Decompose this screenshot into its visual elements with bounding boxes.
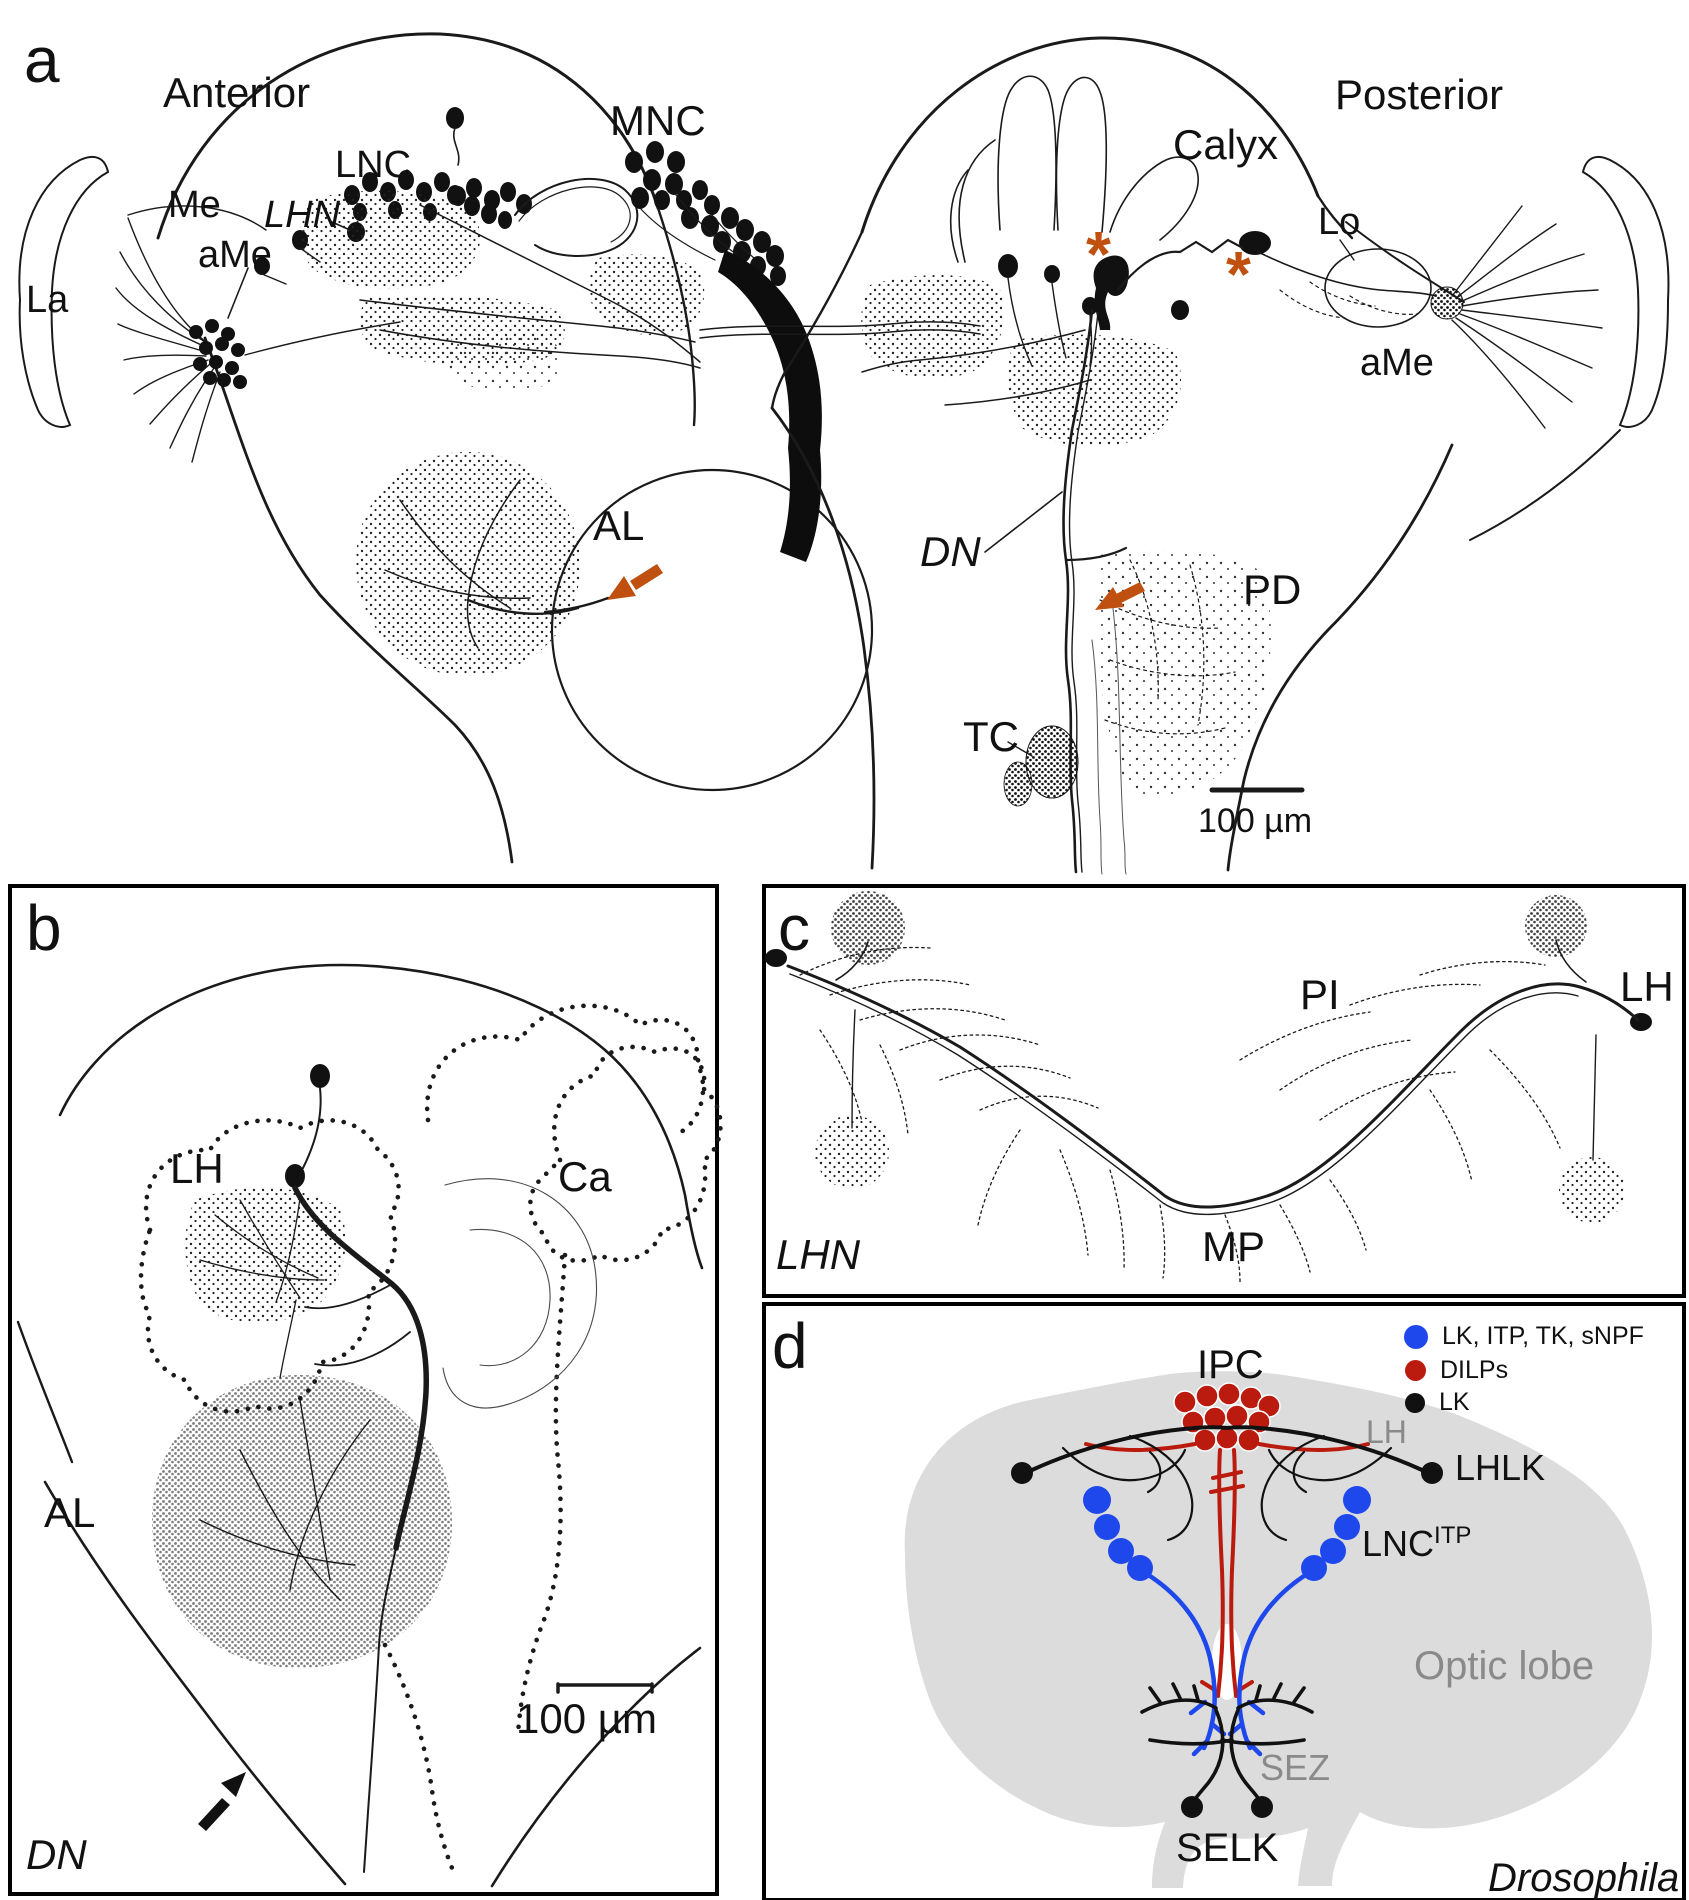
asterisk-2: * [1226, 238, 1251, 310]
scale-text-a: 100 µm [1198, 802, 1313, 840]
label-anterior: Anterior [163, 69, 311, 116]
label-lnc-itp: LNCITP [1362, 1522, 1472, 1564]
panel-d-box [762, 1302, 1686, 1900]
label-selk: SELK [1176, 1826, 1279, 1870]
label-lh-c: LH [1620, 963, 1674, 1010]
legend-item-blue: LK, ITP, TK, sNPF [1404, 1322, 1644, 1351]
panel-b-box [8, 884, 719, 1896]
label-posterior: Posterior [1335, 71, 1504, 118]
label-lnc: LNC [335, 144, 412, 186]
label-lh-d: LH [1366, 1414, 1407, 1450]
label-al-b: AL [44, 1489, 96, 1536]
panel-c-letter: c [778, 892, 810, 964]
asterisk-1: * [1086, 218, 1111, 290]
label-lo: Lo [1318, 201, 1361, 243]
label-tc: TC [963, 713, 1019, 760]
label-al-a: AL [593, 502, 645, 549]
label-optic-lobe: Optic lobe [1414, 1644, 1595, 1688]
label-ipc: IPC [1197, 1343, 1264, 1387]
label-ame-right: aMe [1360, 342, 1434, 384]
label-dn-a: DN [920, 528, 981, 575]
label-mp: MP [1202, 1223, 1265, 1270]
panel-a-letter: a [24, 24, 60, 96]
label-la: La [26, 279, 69, 321]
label-lhn-a: LHN [264, 194, 341, 236]
legend-item-red: DILPs [1405, 1356, 1508, 1385]
orange-arrow-pd [1095, 582, 1145, 610]
label-pi: PI [1300, 971, 1340, 1018]
legend-label-red: DILPs [1440, 1356, 1509, 1384]
legend-label-black: LK [1439, 1388, 1470, 1416]
label-lhn-c: LHN [776, 1231, 861, 1278]
legend-label-blue: LK, ITP, TK, sNPF [1442, 1322, 1644, 1350]
panel-d-letter: d [772, 1310, 808, 1382]
legend-item-black: LK [1405, 1388, 1470, 1417]
panel-a-drawing [18, 32, 1670, 875]
legend-dot-black [1405, 1392, 1425, 1413]
orange-arrow-al [607, 564, 663, 600]
panel-b-letter: b [26, 892, 62, 964]
label-pd: PD [1243, 566, 1302, 613]
label-lh-b: LH [170, 1145, 224, 1192]
label-species: Drosophila [1488, 1856, 1680, 1900]
scale-text-b: 100 µm [516, 1695, 657, 1742]
label-ame-left: aMe [198, 234, 272, 276]
legend-dot-blue [1404, 1324, 1428, 1349]
label-ca-b: Ca [558, 1153, 612, 1200]
label-mnc: MNC [610, 97, 706, 144]
label-sez: SEZ [1260, 1747, 1331, 1788]
legend-dot-red [1405, 1360, 1426, 1381]
label-calyx: Calyx [1173, 121, 1279, 168]
label-lhlk: LHLK [1455, 1447, 1546, 1488]
label-dn-b: DN [26, 1831, 87, 1878]
label-me: Me [168, 184, 221, 226]
